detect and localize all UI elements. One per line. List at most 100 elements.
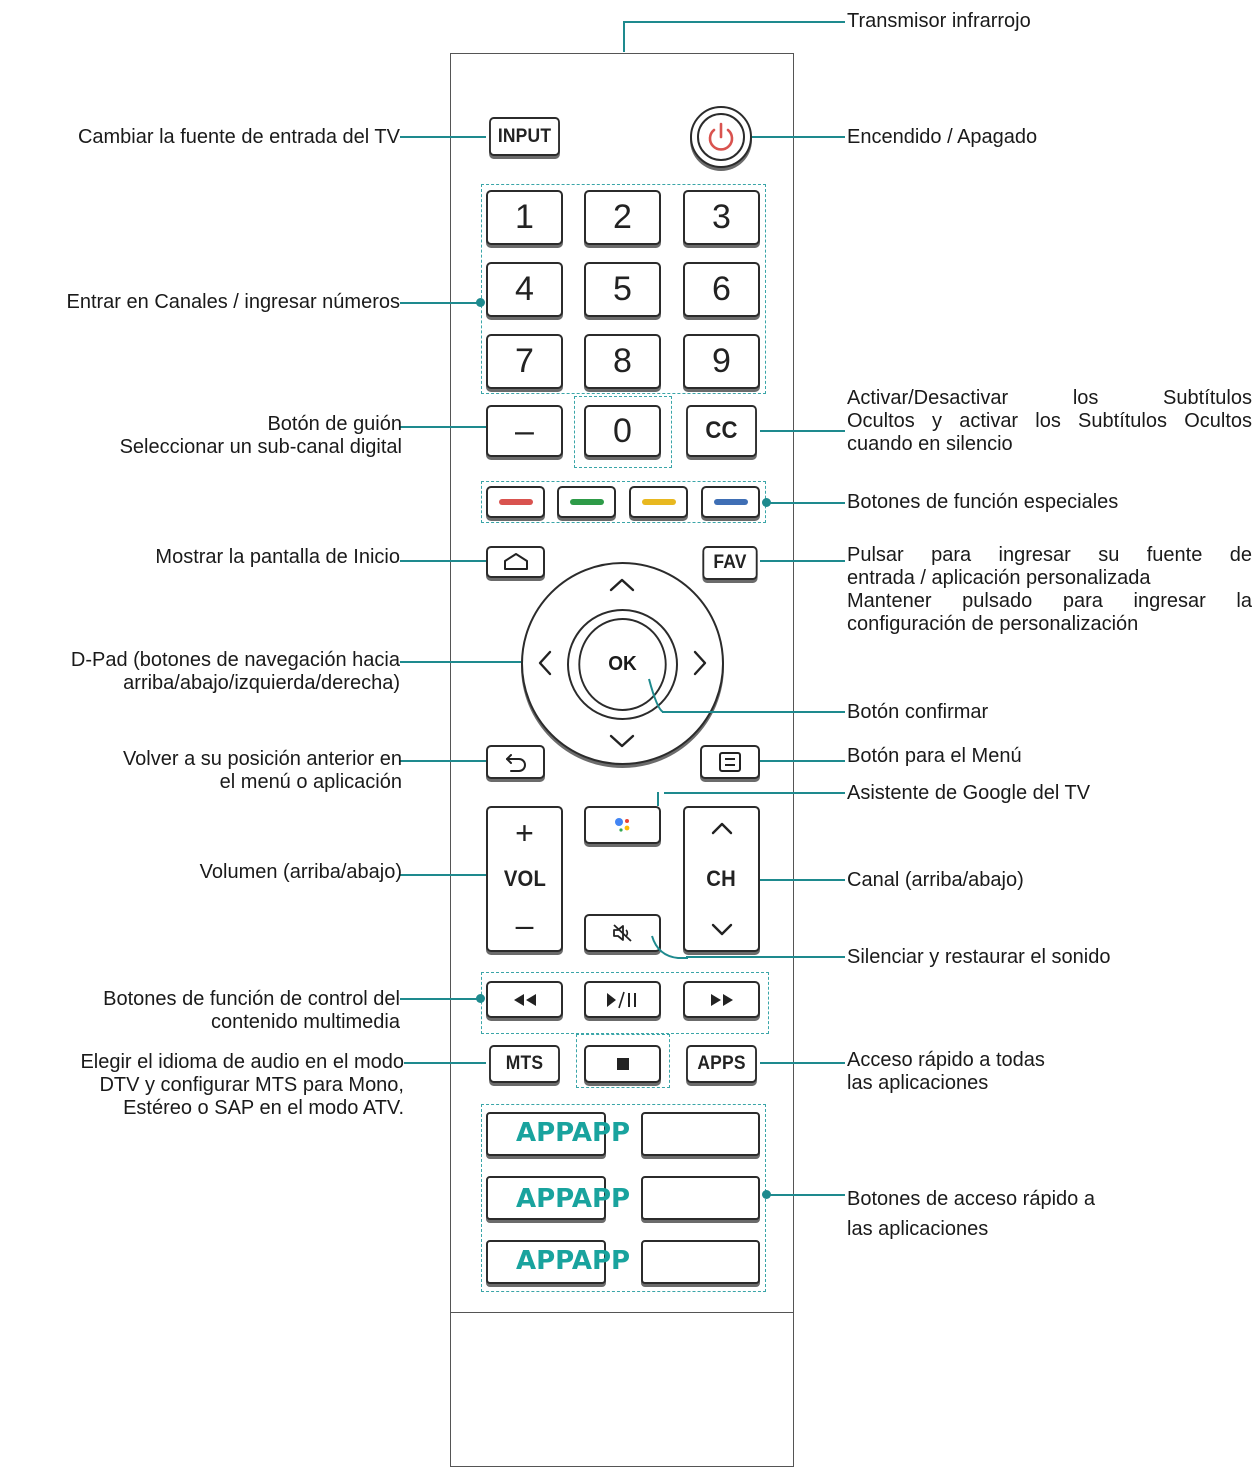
- play-pause-button[interactable]: [584, 981, 661, 1018]
- digit-label: 6: [712, 270, 731, 308]
- digit-2-button[interactable]: 2: [584, 190, 661, 245]
- leader-mts: [404, 1062, 486, 1064]
- apps-button[interactable]: APPS: [686, 1045, 757, 1083]
- leader-ir: [623, 21, 625, 52]
- blue-key-button[interactable]: [701, 486, 760, 518]
- digit-label: 1: [515, 198, 534, 236]
- digit-label: 2: [613, 198, 632, 236]
- mute-button[interactable]: [584, 914, 661, 952]
- label-mute: Silenciar y restaurar el sonido: [847, 946, 1111, 968]
- volume-down-button[interactable]: –: [515, 907, 534, 943]
- google-assistant-button[interactable]: [584, 806, 661, 844]
- stop-group-outline: [576, 1034, 670, 1088]
- leader-dash: [400, 426, 486, 428]
- leader-input: [400, 136, 486, 138]
- ok-button[interactable]: OK: [567, 609, 678, 720]
- leader-ir-h: [623, 21, 845, 23]
- app-shortcut-button-6[interactable]: [641, 1240, 760, 1284]
- leader-numbers: [400, 302, 481, 304]
- digit-3-button[interactable]: 3: [683, 190, 760, 245]
- dpad-arrows: [538, 578, 707, 748]
- digit-label: 3: [712, 198, 731, 236]
- leader-back: [400, 760, 486, 762]
- digit-7-button[interactable]: 7: [486, 334, 563, 389]
- green-key-button[interactable]: [557, 486, 616, 518]
- cc-button-label: CC: [705, 417, 738, 444]
- digit-label: 0: [613, 411, 632, 450]
- leader-mute-curve: [651, 935, 688, 959]
- red-key-button[interactable]: [486, 486, 545, 518]
- digit-1-button[interactable]: 1: [486, 190, 563, 245]
- leader-assistant-h: [664, 792, 845, 794]
- blue-bar: [713, 499, 748, 505]
- leader-app-shortcuts-dot: [762, 1190, 771, 1199]
- back-button[interactable]: [486, 745, 545, 779]
- leader-channel: [760, 879, 845, 881]
- label-special: Botones de función especiales: [847, 491, 1119, 513]
- yellow-key-button[interactable]: [629, 486, 688, 518]
- digit-6-button[interactable]: 6: [683, 262, 760, 317]
- fast-forward-button[interactable]: [683, 981, 760, 1018]
- leader-cc: [760, 430, 845, 432]
- input-button-label: INPUT: [497, 125, 552, 147]
- chevron-up-icon: [609, 578, 635, 592]
- volume-rocker[interactable]: + VOL –: [486, 806, 563, 952]
- digit-8-button[interactable]: 8: [584, 334, 661, 389]
- label-ok: Botón confirmar: [847, 701, 989, 723]
- remote-bottom-divider: [450, 1312, 794, 1313]
- app-shortcut-label-3: APPAPP: [516, 1246, 631, 1276]
- digit-4-button[interactable]: 4: [486, 262, 563, 317]
- rewind-icon: [513, 993, 536, 1006]
- back-arrow-icon: [505, 754, 526, 772]
- rewind-button[interactable]: [486, 981, 563, 1018]
- channel-up-icon[interactable]: [709, 820, 735, 836]
- power-button[interactable]: [690, 106, 752, 168]
- leader-mute-h: [686, 956, 845, 958]
- red-bar: [498, 499, 533, 505]
- play-pause-icon: [606, 991, 636, 1008]
- home-button[interactable]: [486, 546, 545, 578]
- mts-button[interactable]: MTS: [489, 1045, 560, 1083]
- digit-5-button[interactable]: 5: [584, 262, 661, 317]
- cc-button[interactable]: CC: [686, 405, 757, 457]
- leader-assistant-v: [657, 792, 659, 806]
- digit-label: 8: [613, 342, 632, 380]
- leader-app-shortcuts: [766, 1194, 845, 1196]
- input-button[interactable]: INPUT: [489, 117, 560, 156]
- channel-rocker[interactable]: CH: [683, 806, 760, 952]
- leader-special-dot: [762, 498, 771, 507]
- volume-up-button[interactable]: +: [515, 815, 534, 851]
- digit-label: 7: [515, 342, 534, 380]
- app-shortcut-button-3[interactable]: [486, 1176, 606, 1220]
- label-cc: Activar/Desactivar los Subtítulos Oculto…: [847, 387, 1252, 455]
- label-power: Encendido / Apagado: [847, 126, 1038, 148]
- app-shortcut-button-2[interactable]: [641, 1112, 760, 1156]
- channel-label: CH: [706, 866, 737, 891]
- leader-home: [400, 560, 486, 562]
- app-shortcut-label-1: APPAPP: [516, 1118, 631, 1148]
- mute-icon: [612, 924, 632, 942]
- leader-media-dot: [476, 994, 485, 1003]
- leader-numbers-dot: [476, 298, 485, 307]
- app-shortcut-button-1[interactable]: [486, 1112, 606, 1156]
- stop-button[interactable]: [584, 1045, 661, 1083]
- channel-down-icon[interactable]: [709, 922, 735, 938]
- media-group-outline: [481, 972, 769, 1034]
- ok-button-label: OK: [608, 653, 637, 675]
- mts-button-label: MTS: [505, 1053, 544, 1074]
- apps-button-label: APPS: [697, 1053, 746, 1074]
- app-shortcut-button-4[interactable]: [641, 1176, 760, 1220]
- digit-0-button[interactable]: 0: [584, 405, 661, 457]
- leader-volume: [400, 874, 486, 876]
- digit-9-button[interactable]: 9: [683, 334, 760, 389]
- app-shortcut-button-5[interactable]: [486, 1240, 606, 1284]
- menu-button[interactable]: [700, 745, 760, 779]
- dash-button[interactable]: –: [486, 405, 563, 457]
- chevron-right-icon: [693, 650, 707, 676]
- label-menu: Botón para el Menú: [847, 745, 1022, 767]
- digit-label: 5: [613, 270, 632, 308]
- zero-group-outline: [574, 396, 672, 468]
